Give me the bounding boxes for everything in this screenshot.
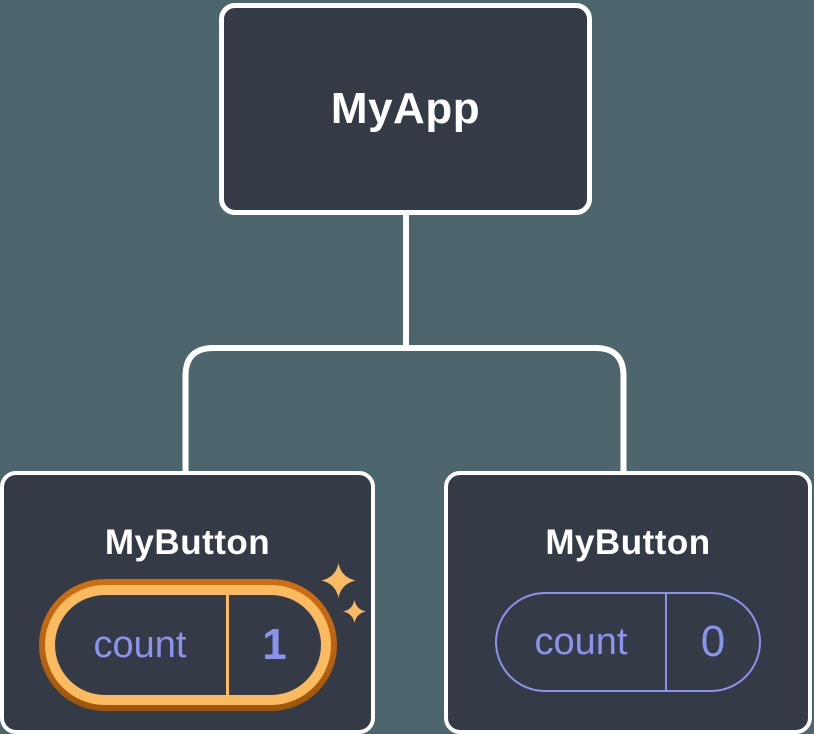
- state-key-label: count: [93, 623, 187, 666]
- state-key-label: count: [534, 620, 628, 663]
- sparkles-icon: [343, 600, 366, 623]
- sparkles-icon: [321, 563, 356, 598]
- state-value: 1: [225, 595, 321, 695]
- node-mybutton-right: MyButton count 0: [444, 471, 812, 734]
- state-pill: count 0: [495, 592, 761, 692]
- node-mybutton-right-label: MyButton: [545, 523, 711, 562]
- node-myapp-label: MyApp: [330, 84, 481, 133]
- node-mybutton-left-label: MyButton: [104, 523, 271, 562]
- state-pill-highlighted: count 1: [54, 595, 321, 695]
- node-mybutton-left: MyButton count 1: [0, 471, 375, 734]
- state-value: 0: [665, 594, 759, 690]
- node-myapp: MyApp: [219, 3, 592, 215]
- state-pill-highlight-ring: count 1: [38, 579, 337, 711]
